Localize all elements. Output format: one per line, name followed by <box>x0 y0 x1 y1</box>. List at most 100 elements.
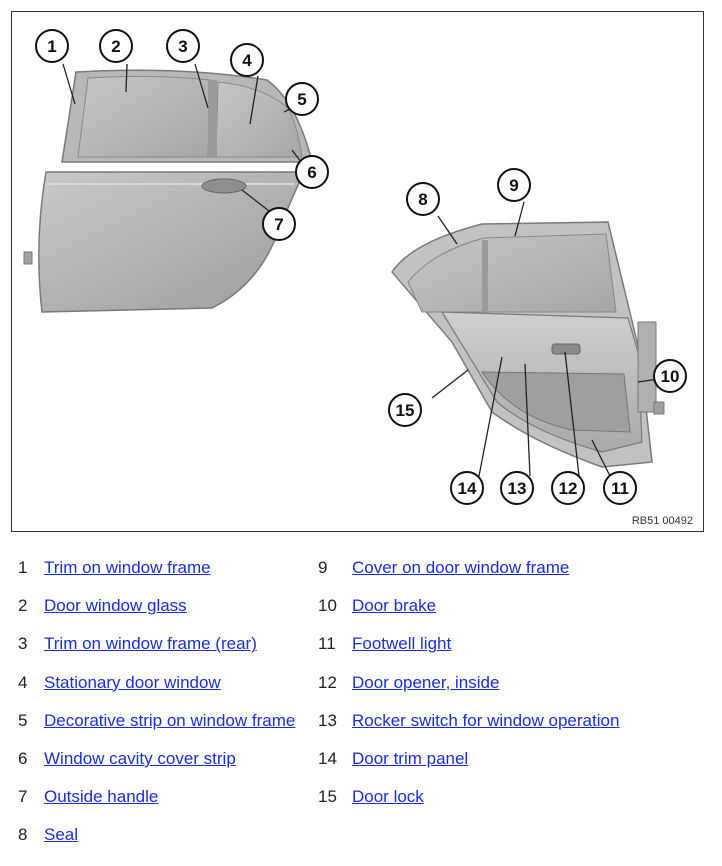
callout-1: 1 <box>35 29 69 63</box>
legend-row-15: 15 Door lock <box>318 785 424 809</box>
callout-circle <box>603 471 637 505</box>
callout-7: 7 <box>262 207 296 241</box>
legend-number: 11 <box>318 634 336 654</box>
callout-number: 8 <box>418 190 427 209</box>
callout-number: 9 <box>509 176 518 195</box>
callout-8: 8 <box>406 182 440 216</box>
callout-circle <box>295 155 329 189</box>
callout-circle <box>166 29 200 63</box>
legend-row-9: 9 Cover on door window frame <box>318 556 569 580</box>
legend-number: 13 <box>318 710 337 730</box>
legend-link[interactable]: Outside handle <box>44 787 159 807</box>
legend-link[interactable]: Footwell light <box>352 634 452 654</box>
callout-3: 3 <box>166 29 200 63</box>
callout-circle <box>653 359 687 393</box>
window-trim-rear-shape <box>208 80 217 158</box>
callout-circle <box>551 471 585 505</box>
legend-row-8: 8 Seal <box>18 823 78 847</box>
legend-link[interactable]: Seal <box>44 825 79 845</box>
legend-link[interactable]: Window cavity cover strip <box>44 749 236 768</box>
legend-number: 12 <box>318 672 337 692</box>
legend-number: 10 <box>318 596 337 616</box>
callout-number: 15 <box>396 401 415 420</box>
callout-11: 11 <box>603 471 637 505</box>
legend-number: 15 <box>318 787 337 807</box>
legend-row-2: 2 Door window glass <box>18 594 187 618</box>
legend-number: 9 <box>318 558 328 577</box>
legend-row-6: 6 Window cavity cover strip <box>18 747 236 771</box>
legend-link[interactable]: Trim on window frame <box>44 558 211 577</box>
callout-circle <box>497 168 531 202</box>
legend-link[interactable]: Trim on window frame (rear) <box>44 634 257 654</box>
callout-circle <box>388 393 422 427</box>
callout-number: 4 <box>242 51 252 70</box>
legend-link[interactable]: Decorative strip on window frame <box>44 710 296 730</box>
outside-handle-shape <box>201 178 247 194</box>
callout-12: 12 <box>551 471 585 505</box>
inner-door-drawing <box>391 221 665 468</box>
legend-number: 5 <box>18 710 28 730</box>
door-opener-shape <box>551 343 581 355</box>
callout-6: 6 <box>295 155 329 189</box>
legend-number: 7 <box>18 787 28 807</box>
callout-circle <box>450 471 484 505</box>
legend-row-12: 12 Door opener, inside <box>318 671 499 695</box>
legend-link[interactable]: Door opener, inside <box>352 672 500 692</box>
legend-link[interactable]: Door brake <box>352 596 437 616</box>
callout-number: 3 <box>178 37 187 56</box>
callout-circle <box>230 43 264 77</box>
legend-link[interactable]: Stationary door window <box>44 672 221 692</box>
legend-link[interactable]: Rocker switch for window operation <box>352 710 620 730</box>
legend-row-7: 7 Outside handle <box>18 785 158 809</box>
legend-row-10: 10 Door brake <box>318 594 436 618</box>
callout-number: 12 <box>559 479 578 498</box>
callout-number: 1 <box>47 37 56 56</box>
callout-14: 14 <box>450 471 484 505</box>
legend-number: 8 <box>18 825 28 845</box>
legend-number: 2 <box>18 596 28 616</box>
callout-15: 15 <box>388 393 422 427</box>
callout-number: 10 <box>661 367 680 386</box>
callout-9: 9 <box>497 168 531 202</box>
figure-code: RB51 00492 <box>631 515 693 527</box>
callout-circle <box>99 29 133 63</box>
callout-number: 6 <box>307 163 316 182</box>
legend-row-11: 11 Footwell light <box>318 632 451 656</box>
door-window-glass-shape <box>77 75 211 158</box>
outer-door-drawing <box>23 69 313 313</box>
callout-circle <box>285 82 319 116</box>
callout-circle <box>35 29 69 63</box>
legend-row-4: 4 Stationary door window <box>18 671 221 695</box>
legend-row-13: 13 Rocker switch for window operation <box>318 709 619 733</box>
callout-number: 11 <box>611 479 629 498</box>
callout-5: 5 <box>285 82 319 116</box>
callout-2: 2 <box>99 29 133 63</box>
inner-window-glass <box>407 233 617 313</box>
legend-number: 6 <box>18 749 28 768</box>
callout-circle <box>262 207 296 241</box>
legend-row-14: 14 Door trim panel <box>318 747 468 771</box>
legend-link[interactable]: Door trim panel <box>352 749 469 768</box>
callout-circle <box>500 471 534 505</box>
outer-door-body <box>38 171 306 313</box>
legend-number: 1 <box>18 558 28 577</box>
legend-number: 3 <box>18 634 28 654</box>
legend-number: 14 <box>318 749 337 768</box>
legend-link[interactable]: Door window glass <box>44 596 187 616</box>
legend-row-1: 1 Trim on window frame <box>18 556 211 580</box>
legend-number: 4 <box>18 672 28 692</box>
callout-number: 13 <box>508 479 527 498</box>
callout-number: 2 <box>111 37 120 56</box>
legend-link[interactable]: Door lock <box>352 787 424 807</box>
legend-row-3: 3 Trim on window frame (rear) <box>18 632 257 656</box>
callout-number: 5 <box>297 90 306 109</box>
legend-row-5: 5 Decorative strip on window frame <box>18 709 295 733</box>
callout-number: 14 <box>458 479 477 498</box>
callout-number: 7 <box>274 215 283 234</box>
callout-4: 4 <box>230 43 264 77</box>
legend-link[interactable]: Cover on door window frame <box>352 558 570 577</box>
callout-13: 13 <box>500 471 534 505</box>
